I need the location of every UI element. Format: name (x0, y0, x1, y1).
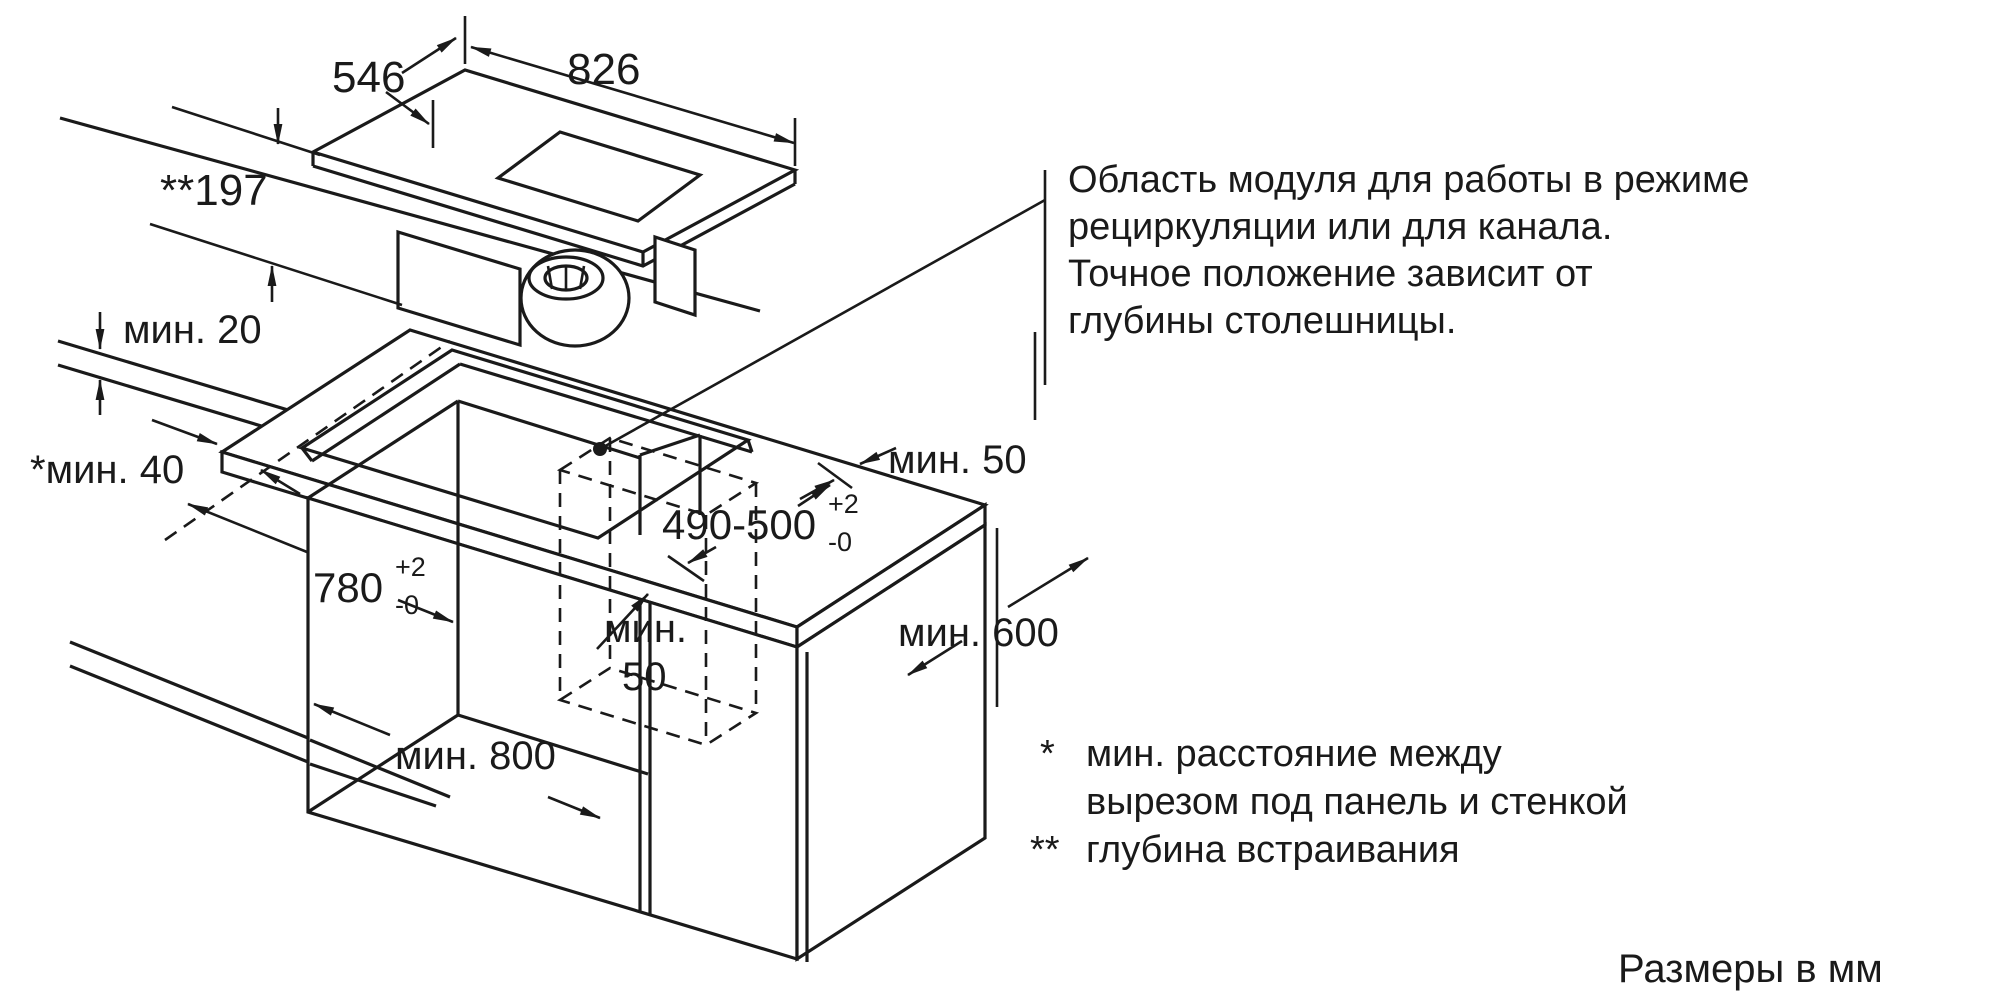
countertop (218, 328, 989, 650)
module-zone-dashed (164, 339, 760, 747)
callout-line-1: Область модуля для работы в режиме (1068, 159, 1749, 201)
dim-cooktop-length: 826 (567, 45, 640, 94)
callout-line-2: рециркуляции или для канала. (1068, 206, 1612, 248)
dim-front-clearance-1: мин. (604, 607, 687, 651)
dim-back-clearance: мин. 50 (888, 438, 1027, 482)
dim-cutout-depth-tol-plus: +2 (828, 489, 859, 519)
dim-wall-cutout-gap: *мин. 40 (30, 448, 184, 492)
dim-cutout-length-tol-minus: -0 (395, 590, 419, 620)
dim-worktop-depth: мин. 600 (898, 611, 1059, 655)
dimension-labels: 546 826 **197 мин. 20 *мин. 40 780 +2 -0… (30, 45, 1059, 778)
footnote-star-marker: * (1040, 733, 1055, 775)
dim-front-clearance-2: 50 (622, 655, 667, 699)
dimension-lines (95, 16, 1089, 820)
footnote-star-line1: мин. расстояние между (1086, 733, 1502, 775)
mount-bracket (653, 234, 697, 318)
callout-text: Область модуля для работы в режиме рецир… (1068, 159, 1749, 342)
footnotes: * мин. расстояние между вырезом под пане… (1030, 733, 1628, 871)
footnote-dstar-line: глубина встраивания (1086, 829, 1460, 871)
dim-wall-gap: мин. 20 (123, 308, 262, 352)
vent-inset (494, 130, 704, 223)
dim-cutout-length: 780 (313, 564, 383, 611)
dim-cooktop-width: 546 (332, 53, 405, 102)
dim-install-depth: **197 (160, 166, 268, 215)
callout-leader (593, 170, 1047, 456)
units-note: Размеры в мм (1618, 947, 1883, 991)
footnote-dstar-marker: ** (1030, 829, 1060, 871)
footnote-star-line2: вырезом под панель и стенкой (1086, 781, 1628, 823)
dim-cutout-length-tol-plus: +2 (395, 552, 426, 582)
wall-offset-dashed-line (164, 339, 451, 542)
callout-line-4: глубины столешницы. (1068, 300, 1456, 342)
callout-line-3: Точное положение зависит от (1068, 253, 1593, 295)
hood-module-box (396, 229, 522, 348)
dim-cabinet-width: мин. 800 (395, 734, 556, 778)
dim-cutout-depth-tol-minus: -0 (828, 527, 852, 557)
dim-cutout-depth: 490-500 (662, 501, 816, 548)
